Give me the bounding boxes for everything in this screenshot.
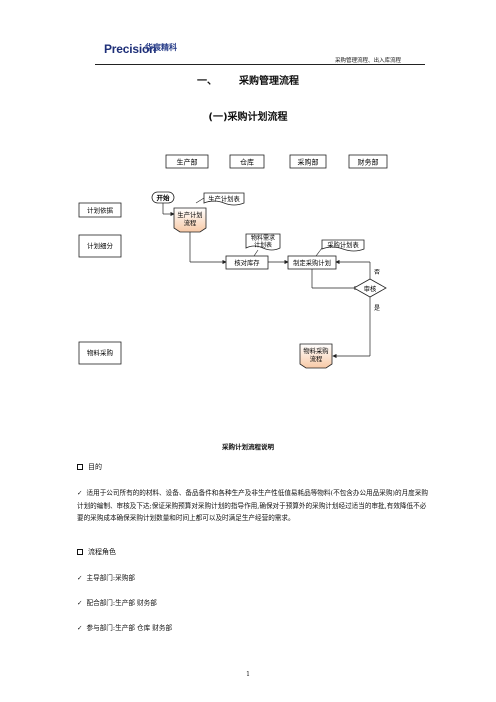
svg-text:仓库: 仓库 [240,158,254,167]
purpose-heading: 目的 [77,462,102,472]
make-purchase-plan-process: 制定采购计划 [287,255,337,270]
svg-text:计划依据: 计划依据 [87,206,114,215]
header-rule [95,64,425,65]
flow-description-caption: 采购计划流程说明 [222,443,274,451]
roles-item-lead: ✓主导部门:采购部 [77,574,135,582]
phase-material-procurement: 物料采购 [78,341,122,365]
svg-text:制定采购计划: 制定采购计划 [293,258,331,267]
svg-text:核对库存: 核对库存 [234,258,260,267]
edge-label-no: 否 [374,269,380,276]
svg-text:计划表: 计划表 [254,241,272,249]
material-requirement-document: 物料需求 计划表 [245,233,281,251]
svg-text:采购部: 采购部 [298,158,319,167]
roles-heading: 流程角色 [77,547,116,557]
logo-chinese-name: 华宸精科 [145,43,177,52]
page-number: 1 [246,671,250,678]
production-plan-process: 生产计划 流程 [173,207,207,233]
checkmark-icon: ✓ [77,489,83,497]
section-title: 一、采购管理流程 [197,76,299,87]
phase-plan-basis: 计划依据 [78,202,122,218]
checkbox-square-icon [77,464,83,470]
production-plan-document: 生产计划表 [203,192,245,206]
running-header: 采购管理流程、出入库流程 [334,58,401,64]
edge-label-yes: 是 [374,305,380,312]
review-decision: 审核 [353,278,387,298]
svg-text:流程: 流程 [184,218,197,227]
material-procurement-process: 物料采购 流程 [299,343,333,369]
svg-text:审核: 审核 [364,284,377,293]
svg-text:财务部: 财务部 [358,158,379,167]
lane-finance: 财务部 [348,154,388,169]
svg-text:物料采购: 物料采购 [87,348,114,357]
logo: Precision [104,42,157,56]
checkmark-icon: ✓ [77,624,83,632]
phase-plan-breakdown: 计划细分 [78,234,122,258]
svg-text:生产计划: 生产计划 [177,210,202,219]
svg-text:流程: 流程 [310,354,323,363]
checkbox-square-icon [77,549,83,555]
svg-text:开始: 开始 [157,193,171,202]
purchase-plan-flowchart: 生产部 仓库 采购部 财务部 计划依据 计划细分 物料采购 开始 生产计划表 生 [78,154,388,369]
svg-text:计划细分: 计划细分 [87,241,114,250]
check-stock-process: 核对库存 [225,255,269,270]
checkmark-icon: ✓ [77,599,83,607]
svg-text:生产部: 生产部 [177,158,198,167]
lane-production: 生产部 [165,154,209,169]
svg-text:物料采购: 物料采购 [303,346,328,355]
purchase-plan-document: 采购计划表 [321,239,365,252]
lane-warehouse: 仓库 [229,154,265,169]
svg-text:生产计划表: 生产计划表 [208,194,240,203]
svg-text:采购计划表: 采购计划表 [327,240,359,249]
roles-item-support: ✓配合部门:生产部 财务部 [77,599,157,607]
svg-text:物料需求: 物料需求 [251,234,275,242]
start-node: 开始 [151,191,175,204]
subsection-title: (一)采购计划流程 [208,112,288,123]
checkmark-icon: ✓ [77,574,83,582]
lane-purchasing: 采购部 [289,154,327,169]
purpose-text: ✓适用于公司所有的的材料、设备、备品备件和各种生产及非生产性低值易耗品等物料(不… [77,489,428,522]
roles-item-participants: ✓参与部门:生产部 仓库 财务部 [77,624,173,632]
